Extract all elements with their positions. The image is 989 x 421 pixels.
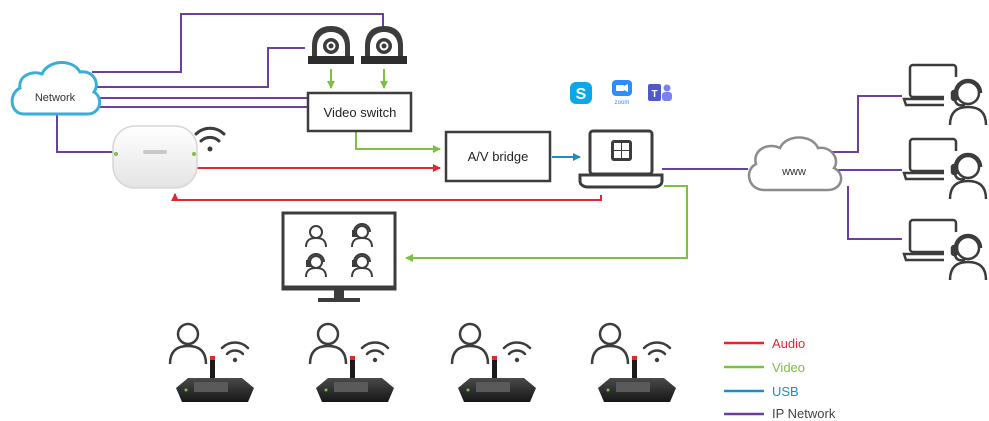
ip-line-network-ap xyxy=(56,113,115,153)
display-participant-headset-icon xyxy=(351,253,373,278)
ip-line-network-camera2 xyxy=(92,13,384,73)
legend-label-usb: USB xyxy=(772,384,799,399)
wifi-icon xyxy=(220,341,250,363)
legend-label-video: Video xyxy=(772,360,805,375)
video-lines xyxy=(327,69,688,262)
legend-item-ip-network: IP Network xyxy=(724,406,836,421)
delegate-user-icon xyxy=(308,322,348,365)
legend-label-audio: Audio xyxy=(772,336,805,351)
display-participant-icon xyxy=(305,225,327,248)
video-switch-box: Video switch xyxy=(306,91,413,133)
network-cloud-shape xyxy=(10,61,102,116)
video-line-laptop-display xyxy=(405,185,688,262)
ip-line-www-remote1 xyxy=(822,95,902,153)
discussion-device-icon xyxy=(458,356,536,402)
ip-line-network-camera1 xyxy=(92,47,305,88)
av-bridge-box: A/V bridge xyxy=(444,130,552,183)
windows-laptop-icon xyxy=(578,129,664,189)
video-switch-label: Video switch xyxy=(324,105,397,120)
wireless-access-point-icon xyxy=(112,125,198,189)
skype-icon: S xyxy=(570,82,592,104)
av-bridge-label: A/V bridge xyxy=(468,149,529,164)
delegate-unit xyxy=(308,322,394,402)
laptop-headset-user-icon xyxy=(902,63,988,127)
wifi-icon xyxy=(194,126,226,152)
delegate-user-icon xyxy=(590,322,630,365)
dome-camera-icon xyxy=(361,26,407,64)
delegate-unit xyxy=(590,322,676,402)
dome-camera-icon xyxy=(308,26,354,64)
wifi-icon xyxy=(360,341,390,363)
discussion-device-icon xyxy=(316,356,394,402)
svg-text:S: S xyxy=(576,86,587,103)
network-cloud-label: Network xyxy=(35,92,76,104)
video-conference-display-icon xyxy=(281,211,397,302)
delegate-user-icon xyxy=(168,322,208,365)
display-participant-headset-icon xyxy=(351,223,373,248)
discussion-device-icon xyxy=(598,356,676,402)
laptop-headset-user-icon xyxy=(902,218,988,282)
legend-item-video: Video xyxy=(724,360,805,375)
audio-lines xyxy=(171,164,602,201)
zoom-label: zoom xyxy=(615,100,630,106)
legend-item-usb: USB xyxy=(724,384,799,399)
legend-item-audio: Audio xyxy=(724,336,805,351)
delegate-user-icon xyxy=(450,322,490,365)
delegate-unit xyxy=(450,322,536,402)
www-cloud-label: www xyxy=(781,166,806,178)
display-participant-headset-icon xyxy=(305,253,327,278)
zoom-icon: zoom xyxy=(612,80,632,106)
ip-network-lines xyxy=(56,13,902,240)
video-line-switch-bridge xyxy=(355,132,441,153)
teams-icon: T xyxy=(648,84,672,101)
www-cloud: www xyxy=(747,136,843,192)
delegate-unit xyxy=(168,322,254,402)
wifi-icon xyxy=(502,341,532,363)
svg-text:T: T xyxy=(651,89,657,100)
network-cloud: Network xyxy=(10,61,102,116)
legend-label-ip-network: IP Network xyxy=(772,406,836,421)
www-cloud-shape xyxy=(747,136,843,192)
legend: Audio Video USB IP Network xyxy=(724,336,836,421)
audio-line-laptop-ap xyxy=(171,193,602,201)
wifi-icon xyxy=(642,341,672,363)
discussion-device-icon xyxy=(176,356,254,402)
laptop-headset-user-icon xyxy=(902,137,988,201)
ip-line-www-remote3 xyxy=(847,186,902,240)
